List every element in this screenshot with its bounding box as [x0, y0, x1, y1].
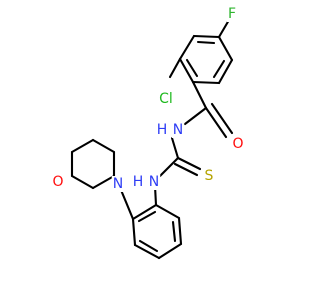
bond	[191, 80, 208, 110]
atom-label-background	[226, 6, 238, 22]
atom-morpholine-nitrogen: N	[111, 176, 125, 192]
atom-label: N	[149, 174, 159, 190]
bond	[177, 216, 183, 246]
atom-label-background	[147, 174, 161, 190]
bond	[183, 106, 208, 126]
atom-amide-nitrogen: N H	[155, 122, 185, 138]
bond	[217, 35, 234, 62]
atom-label: N	[173, 122, 183, 138]
bond	[91, 174, 116, 190]
bond	[70, 138, 95, 154]
atom-label-background	[158, 91, 174, 107]
bond	[191, 80, 221, 85]
bond	[168, 57, 182, 79]
atom-label: N	[113, 176, 123, 192]
bond	[131, 217, 137, 247]
bond	[91, 138, 116, 154]
atom-label-background	[171, 122, 185, 138]
atom-label-background	[203, 168, 215, 184]
atom-label-background	[51, 174, 65, 190]
atom-label: Cl	[159, 91, 173, 107]
atom-label: H	[133, 174, 144, 190]
atom-fluorine: F	[226, 6, 238, 22]
atom-label: S	[205, 168, 214, 184]
atom-label-background	[131, 174, 145, 190]
atom-label: H	[157, 122, 168, 138]
bond	[178, 34, 196, 61]
bond	[138, 239, 159, 253]
bond	[70, 174, 95, 190]
atom-carbonyl-oxygen: O	[231, 136, 245, 152]
bond	[157, 242, 183, 260]
molecule-structure-diagram: F Cl O N H N H S O N	[0, 0, 300, 300]
bond	[204, 106, 228, 139]
bond	[210, 102, 234, 135]
atom-label-background	[155, 122, 169, 138]
canvas-background	[0, 0, 300, 300]
atom-sulfur: S	[203, 168, 215, 184]
atom-thiourea-nitrogen: N H	[131, 174, 161, 190]
bond	[131, 203, 158, 221]
bond	[217, 18, 231, 39]
bond	[171, 220, 177, 243]
atom-label-background	[111, 176, 125, 192]
bond	[176, 156, 202, 171]
bond	[217, 58, 234, 85]
bond	[158, 156, 180, 178]
bond	[185, 58, 199, 78]
bond	[137, 210, 157, 223]
atom-label-background	[231, 136, 245, 152]
atom-label: O	[52, 174, 63, 190]
bond	[178, 57, 195, 84]
bond	[196, 40, 216, 45]
bond	[133, 243, 161, 260]
bond-layer	[70, 18, 234, 260]
bond	[192, 34, 221, 39]
bond	[173, 162, 199, 177]
bond	[170, 136, 180, 160]
atom-chlorine: Cl	[158, 91, 174, 107]
bond	[212, 59, 226, 79]
bond	[119, 188, 135, 221]
atom-label: F	[228, 6, 236, 22]
atom-label: O	[232, 136, 243, 152]
atom-morpholine-oxygen: O	[51, 174, 65, 190]
atom-label-layer: F Cl O N H N H S O N	[51, 6, 245, 192]
bond	[154, 203, 181, 220]
